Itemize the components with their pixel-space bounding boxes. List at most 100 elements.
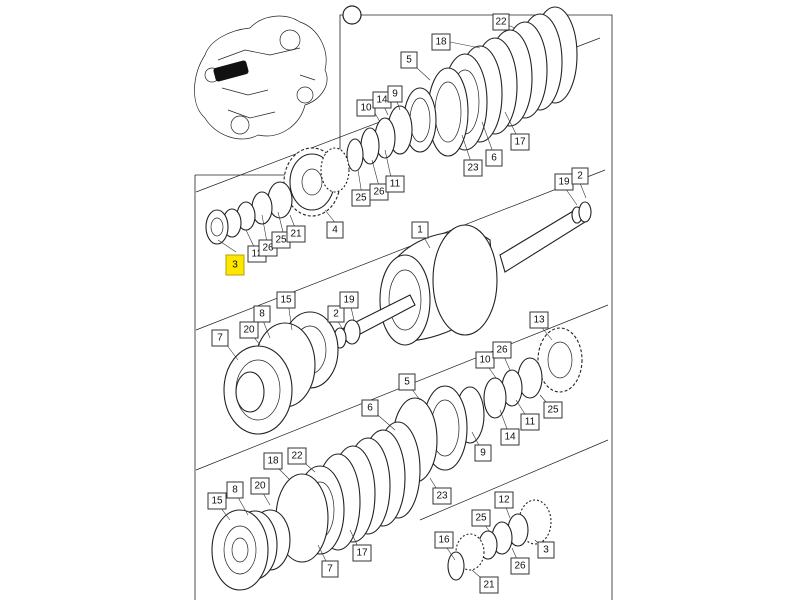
svg-text:22: 22 — [495, 17, 507, 28]
svg-text:25: 25 — [475, 513, 487, 524]
svg-text:15: 15 — [280, 295, 292, 306]
svg-text:19: 19 — [343, 295, 355, 306]
svg-text:17: 17 — [514, 137, 526, 148]
svg-text:1: 1 — [417, 225, 423, 236]
callout-25: 25 — [471, 509, 491, 527]
svg-text:17: 17 — [356, 548, 368, 559]
upper-gear — [283, 147, 350, 217]
svg-text:8: 8 — [232, 485, 238, 496]
svg-text:12: 12 — [498, 495, 510, 506]
svg-text:9: 9 — [480, 448, 486, 459]
callout-12: 12 — [494, 491, 514, 509]
upper-clutch-discs — [427, 6, 578, 157]
svg-text:18: 18 — [435, 37, 447, 48]
callout-20: 20 — [250, 477, 270, 495]
svg-text:6: 6 — [367, 403, 373, 414]
callout-19: 19 — [339, 291, 359, 309]
callout-6: 6 — [485, 149, 503, 167]
callout-3: 3 — [537, 541, 555, 559]
middle-seals — [223, 311, 361, 435]
callout-2: 2 — [571, 167, 589, 185]
callout-labels: 22 18 5 10 14 9 3 12 26 25 21 4 25 26 11… — [207, 13, 589, 594]
svg-text:20: 20 — [243, 325, 255, 336]
callout-17: 17 — [352, 544, 372, 562]
svg-text:16: 16 — [438, 535, 450, 546]
callout-17: 17 — [510, 133, 530, 151]
lower-piston — [211, 509, 291, 591]
svg-text:14: 14 — [376, 95, 388, 106]
svg-text:2: 2 — [577, 171, 583, 182]
callout-26: 26 — [510, 557, 530, 575]
callout-13: 13 — [529, 311, 549, 329]
svg-text:11: 11 — [390, 179, 401, 190]
lower-clutch-discs — [275, 421, 421, 563]
clutch-drum-shaft — [339, 201, 592, 346]
callout-22: 22 — [287, 447, 307, 465]
svg-text:11: 11 — [525, 417, 536, 428]
callout-18: 18 — [431, 33, 451, 51]
svg-text:13: 13 — [533, 315, 545, 326]
callout-15: 15 — [276, 291, 296, 309]
callout-6: 6 — [361, 399, 379, 417]
svg-text:8: 8 — [259, 309, 265, 320]
upper-piston-rings — [346, 87, 437, 172]
callout-18: 18 — [263, 452, 283, 470]
callout-5: 5 — [400, 51, 418, 69]
callout-23: 23 — [432, 487, 452, 505]
svg-text:25: 25 — [547, 405, 559, 416]
callout-22: 22 — [492, 13, 510, 31]
svg-text:21: 21 — [290, 229, 302, 240]
callout-15: 15 — [207, 492, 227, 510]
callout-16: 16 — [434, 531, 454, 549]
svg-text:20: 20 — [254, 481, 266, 492]
svg-text:26: 26 — [373, 187, 385, 198]
callout-8: 8 — [253, 305, 271, 323]
svg-text:2: 2 — [333, 309, 339, 320]
svg-text:3: 3 — [232, 260, 238, 271]
callout-25: 25 — [543, 401, 563, 419]
svg-text:25: 25 — [275, 235, 287, 246]
callout-10: 10 — [356, 99, 376, 117]
callout-26: 26 — [369, 183, 389, 201]
svg-text:5: 5 — [406, 55, 412, 66]
svg-text:12: 12 — [251, 249, 263, 260]
svg-text:26: 26 — [514, 561, 526, 572]
transmission-thumbnail — [194, 15, 328, 140]
callout-25: 25 — [351, 189, 371, 207]
callout-5: 5 — [398, 373, 416, 391]
svg-text:18: 18 — [267, 456, 279, 467]
svg-text:19: 19 — [558, 177, 570, 188]
svg-text:22: 22 — [291, 451, 303, 462]
callout-20: 20 — [239, 321, 259, 339]
svg-text:23: 23 — [436, 491, 448, 502]
callout-11: 11 — [385, 175, 405, 193]
callout-19: 19 — [554, 173, 574, 191]
lower-bearing-stack — [447, 499, 552, 581]
callout-11: 11 — [520, 413, 540, 431]
svg-text:6: 6 — [491, 153, 497, 164]
callout-8: 8 — [226, 481, 244, 499]
callout-26: 26 — [492, 341, 512, 359]
svg-text:7: 7 — [217, 333, 223, 344]
svg-text:15: 15 — [211, 496, 223, 507]
svg-text:9: 9 — [392, 89, 398, 100]
callout-9: 9 — [474, 444, 492, 462]
frame-hole — [342, 5, 362, 25]
highlighted-shaft-icon — [213, 60, 249, 82]
callout-23: 23 — [463, 159, 483, 177]
callout-4: 4 — [326, 221, 344, 239]
svg-text:3: 3 — [543, 545, 549, 556]
svg-text:26: 26 — [262, 243, 274, 254]
callout-10: 10 — [475, 351, 495, 369]
callout-3-highlighted[interactable]: 3 — [225, 254, 245, 276]
callout-21: 21 — [286, 225, 306, 243]
svg-text:25: 25 — [355, 193, 367, 204]
svg-text:14: 14 — [504, 432, 516, 443]
svg-text:4: 4 — [332, 225, 338, 236]
callout-2: 2 — [327, 305, 345, 323]
svg-text:7: 7 — [327, 564, 333, 575]
callout-21: 21 — [479, 576, 499, 594]
svg-text:10: 10 — [479, 355, 491, 366]
callout-7: 7 — [321, 560, 339, 578]
